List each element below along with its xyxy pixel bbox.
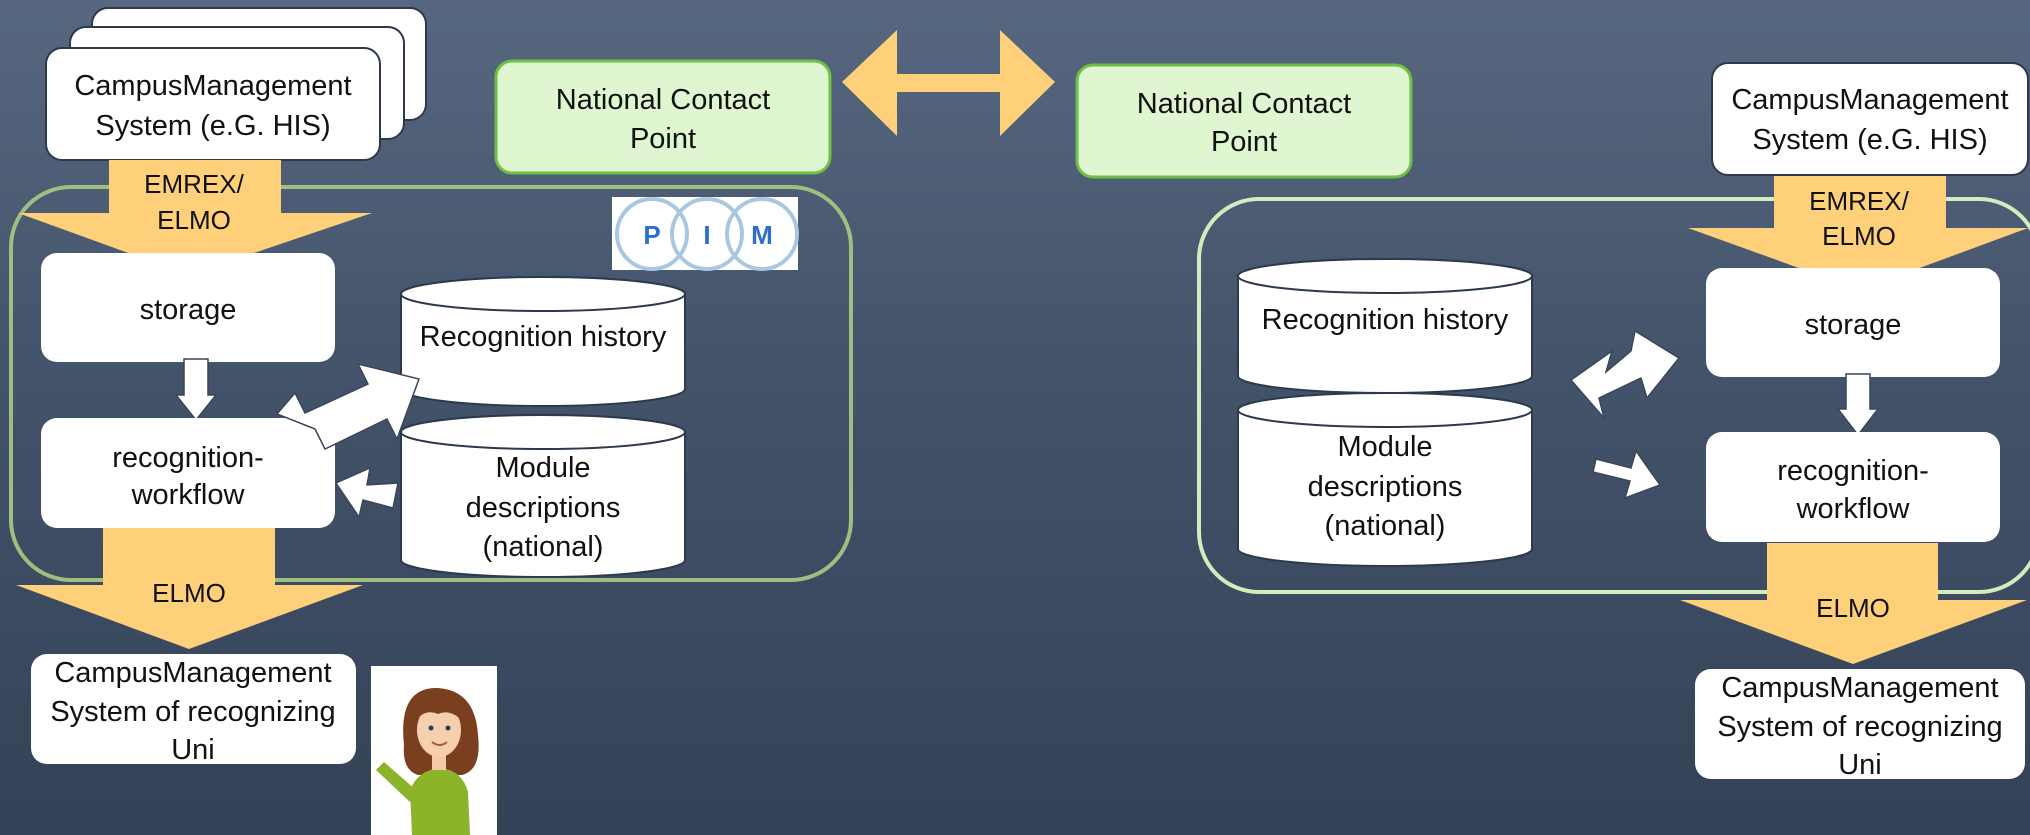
right-national-contact-point-box	[1075, 63, 1413, 179]
right-system-boundary	[1197, 197, 2030, 594]
right-campus-source-line2: System (e.G. HIS)	[1752, 124, 1987, 156]
right-module-descriptions-db: Module descriptions (national)	[1237, 392, 1533, 567]
pim-logo: P I M	[612, 197, 799, 271]
left-recognition-history-top	[400, 276, 686, 312]
right-workflow-line2: workflow	[1796, 493, 1911, 525]
woman-waving-avatar-icon	[371, 666, 497, 835]
avatar-bangs	[415, 698, 465, 724]
left-storage-label: storage	[140, 294, 237, 326]
left-module-to-workflow-arrow	[334, 466, 399, 519]
left-workflow-line2: workflow	[131, 479, 246, 511]
national-contact-points: National Contact Point National Contact …	[494, 30, 1413, 179]
right-elmo-arrow: ELMO	[1680, 543, 2027, 664]
left-emrex-arrow-shape	[18, 160, 372, 275]
right-module-line2: descriptions	[1308, 471, 1463, 503]
left-elmo-arrow-shape	[16, 528, 363, 649]
left-module-line1: Module	[495, 452, 590, 484]
pim-letter-p: P	[643, 220, 660, 250]
right-campus-source-line1: CampusManagement	[1731, 84, 2008, 116]
right-workflow-line1: recognition-	[1777, 455, 1929, 487]
left-campus-source-line2: System (e.G. HIS)	[95, 110, 330, 142]
left-campus-target-line1: CampusManagement	[54, 657, 331, 689]
right-emrex-label-line2: ELMO	[1822, 221, 1896, 251]
left-emrex-arrow: EMREX/ ELMO	[18, 160, 372, 275]
left-recognition-history-label: Recognition history	[420, 321, 667, 353]
left-system: CampusManagement System (e.G. HIS) EMREX…	[9, 7, 853, 835]
left-campus-target-line2: System of recognizing	[50, 696, 335, 728]
left-module-descriptions-db: Module descriptions (national)	[400, 414, 686, 578]
right-campus-target-line3: Uni	[1838, 749, 1882, 781]
right-recognition-history-db: Recognition history	[1237, 258, 1533, 394]
pim-letter-i: I	[703, 220, 710, 250]
avatar-eye-right	[445, 725, 451, 731]
left-system-boundary	[9, 185, 853, 582]
right-module-to-workflow-arrow	[1592, 449, 1662, 500]
right-emrex-arrow-shape	[1688, 176, 2028, 290]
ncp-exchange-double-arrow	[842, 30, 1055, 136]
left-national-contact-point-box	[494, 59, 832, 175]
avatar-raised-arm	[376, 762, 416, 802]
left-ncp-line2: Point	[630, 123, 696, 155]
right-campus-source-box	[1711, 62, 2029, 176]
left-module-line2: descriptions	[466, 492, 621, 524]
pim-letter-m: M	[751, 220, 773, 250]
left-campus-source-line1: CampusManagement	[74, 70, 351, 102]
avatar-eye-left	[428, 725, 434, 731]
avatar-face	[417, 703, 461, 757]
left-elmo-label: ELMO	[152, 578, 226, 608]
right-campus-target-line1: CampusManagement	[1721, 672, 1998, 704]
pim-logo-background	[612, 197, 798, 270]
left-recognition-history-db: Recognition history	[400, 276, 686, 407]
avatar-smile	[431, 741, 448, 746]
left-module-line3: (national)	[483, 531, 604, 563]
left-campus-target-line3: Uni	[171, 734, 215, 766]
right-storage-box	[1706, 268, 2000, 377]
left-elmo-arrow: ELMO	[16, 528, 363, 649]
right-elmo-arrow-shape	[1680, 543, 2027, 664]
left-storage-box	[41, 253, 335, 362]
right-campus-target-line2: System of recognizing	[1717, 711, 2002, 743]
left-ncp-line1: National Contact	[556, 84, 770, 116]
right-emrex-label-line1: EMREX/	[1809, 186, 1909, 216]
left-emrex-label-line1: EMREX/	[144, 169, 244, 199]
right-emrex-arrow: EMREX/ ELMO	[1688, 176, 2028, 290]
left-storage-to-workflow-arrow	[174, 358, 218, 422]
right-ncp-line1: National Contact	[1137, 88, 1351, 120]
left-history-workflow-double-arrow	[275, 362, 420, 450]
left-workflow-line1: recognition-	[112, 442, 264, 474]
right-elmo-label: ELMO	[1816, 593, 1890, 623]
avatar-body	[410, 768, 470, 835]
pim-circle-p	[615, 197, 689, 271]
right-module-line3: (national)	[1325, 510, 1446, 542]
left-campus-target-box	[31, 654, 356, 764]
right-recognition-history-top	[1237, 258, 1533, 294]
right-module-line1: Module	[1337, 431, 1432, 463]
right-system: CampusManagement System (e.G. HIS) EMREX…	[1197, 62, 2030, 781]
right-storage-to-workflow-arrow	[1836, 373, 1880, 437]
right-module-descriptions-top	[1237, 392, 1533, 428]
left-module-descriptions-top	[400, 414, 686, 450]
left-campus-source-stack: CampusManagement System (e.G. HIS)	[45, 7, 427, 161]
right-ncp-line2: Point	[1211, 126, 1277, 158]
right-campus-target-box	[1695, 669, 2025, 779]
pim-circle-i	[670, 197, 744, 271]
left-campus-source-box	[45, 47, 381, 161]
right-storage-label: storage	[1805, 309, 1902, 341]
right-recognition-workflow-box	[1706, 432, 2000, 542]
left-recognition-workflow-box	[41, 418, 335, 528]
pim-circle-m	[725, 197, 799, 271]
left-emrex-label-line2: ELMO	[157, 205, 231, 235]
right-recognition-history-label: Recognition history	[1262, 304, 1509, 336]
right-history-storage-double-arrow	[1569, 329, 1681, 419]
